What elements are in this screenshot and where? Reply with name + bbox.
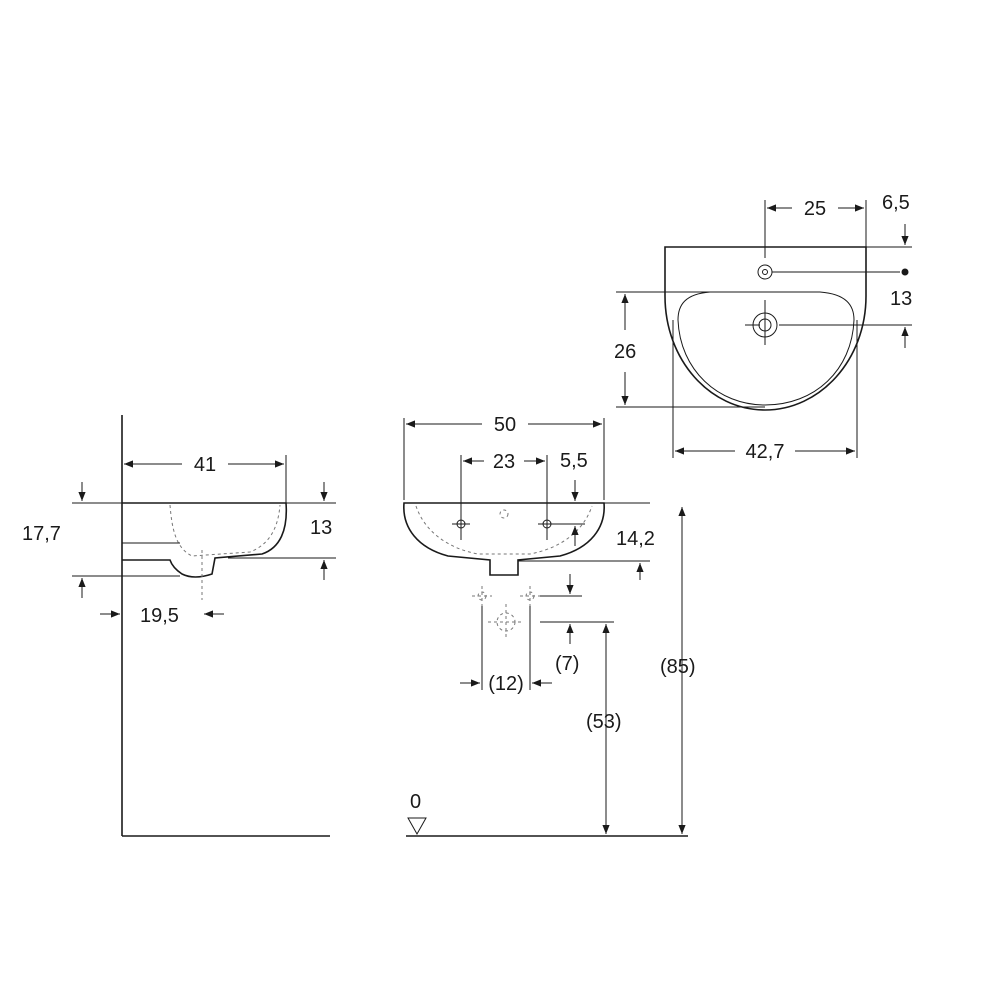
tap-to-wall-label: 25 [804,198,826,220]
front-basin-inner [415,505,593,555]
floor-level-icon [407,817,427,836]
side-bowl-height-label: 13 [310,517,332,539]
top-bowl-inner [677,291,855,406]
supply-offset-label: (7) [555,653,579,675]
top-drain-icon [745,300,778,345]
supply-spacing-label: (12) [488,673,524,695]
front-width-label: 50 [494,414,516,436]
top-basin-outline [664,246,867,411]
side-basin-outline [122,502,288,578]
supply-right-icon [520,586,540,606]
tap-spacing-label: 23 [493,451,515,473]
supply-left-icon [472,586,492,606]
top-tap-hole-icon [757,264,773,280]
side-drain-offset-label: 19,5 [140,605,179,627]
supply-height-label: (53) [586,711,622,733]
top-reference-dot-icon [901,268,909,276]
floor-level-label: 0 [410,791,421,813]
side-total-height-label: 17,7 [22,523,61,545]
front-overflow-hole-icon [499,509,509,519]
tap-height-label: 5,5 [560,450,588,472]
side-view: 41 17,7 13 19,5 [22,415,336,837]
rim-height-label: (85) [660,656,696,678]
bowl-depth-label: 26 [614,341,636,363]
top-view: 25 6,5 13 26 42,7 [614,192,912,463]
front-depth-label: 14,2 [616,528,655,550]
inner-width-label: 42,7 [746,441,785,463]
tap-to-drain-label: 13 [890,288,912,310]
tap-from-back-label: 6,5 [882,192,910,214]
waste-outlet-icon [488,604,524,640]
front-view: 50 23 5,5 14,2 [403,414,696,837]
side-width-label: 41 [194,454,216,476]
front-basin-outline [403,502,605,576]
side-basin-inner [169,504,281,557]
